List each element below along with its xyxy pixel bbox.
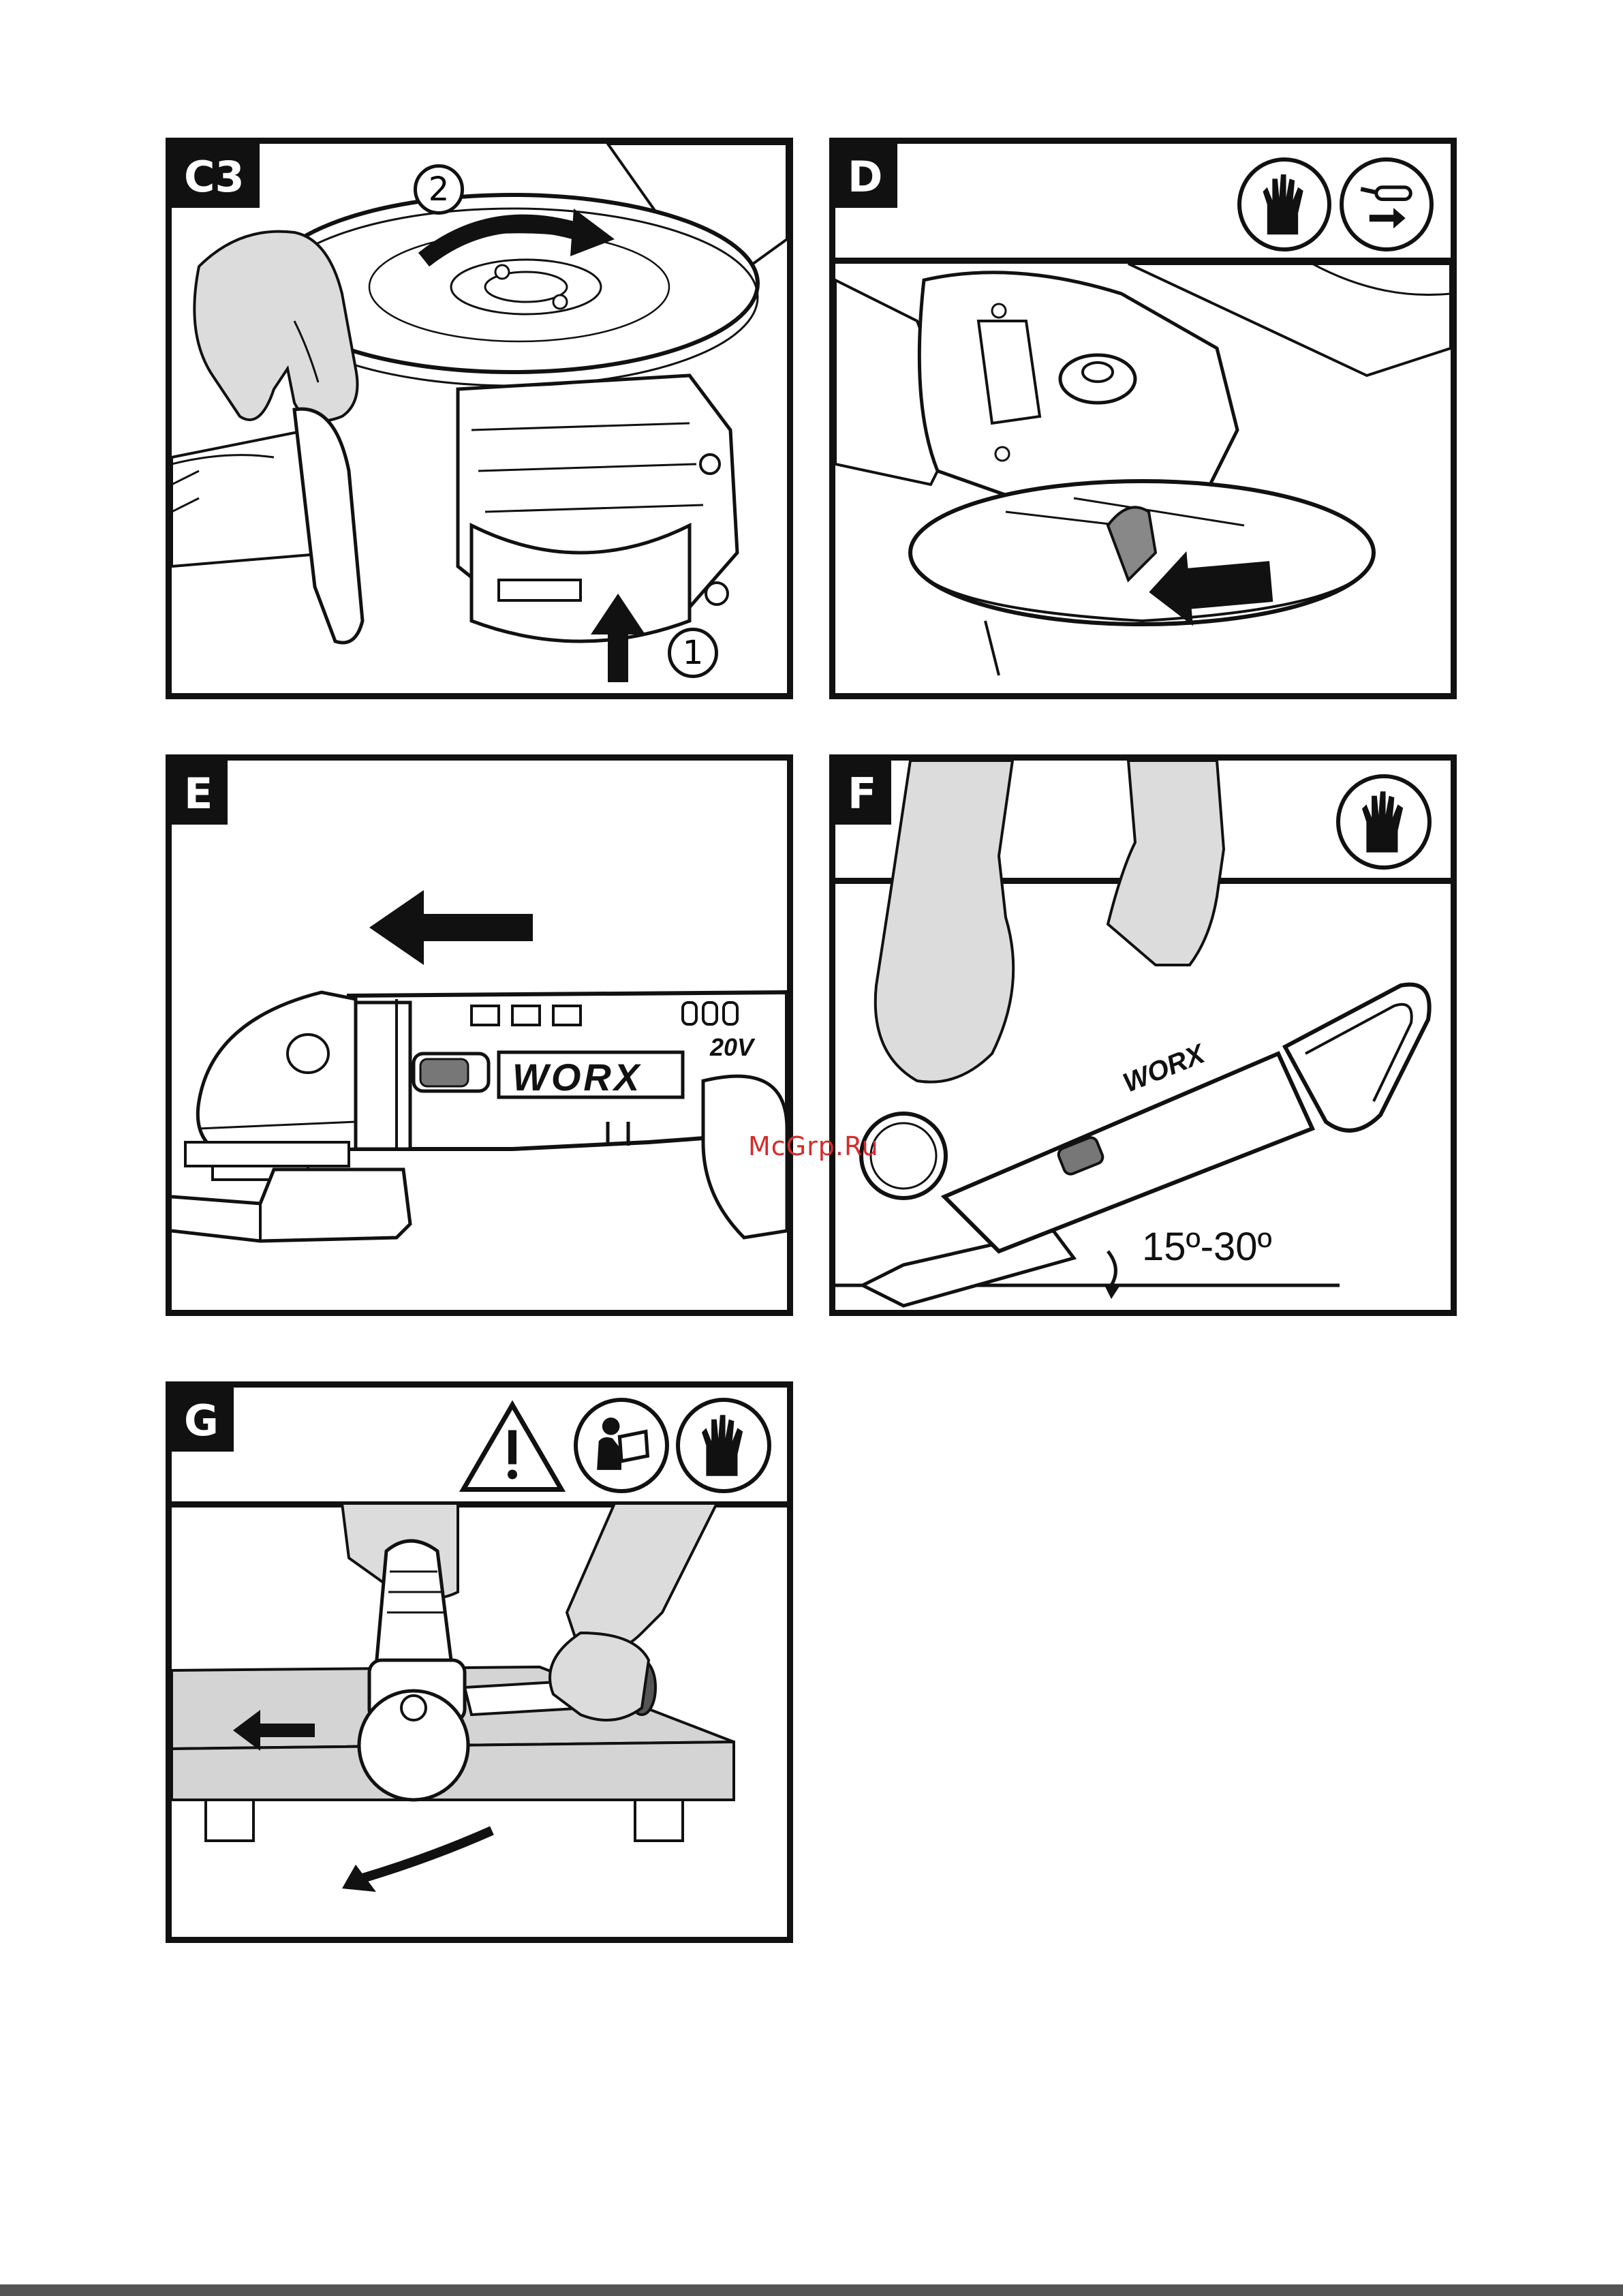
figure-panel-f: F 15º-30º WORX xyxy=(829,754,1457,1316)
guard-lever-illustration xyxy=(835,144,1451,693)
figure-panel-d: D xyxy=(829,138,1457,699)
step-callout-2: 2 xyxy=(414,164,464,215)
figure-panel-g: G xyxy=(166,1381,793,1943)
voltage-label: 20V xyxy=(710,1033,754,1062)
cutting-illustration xyxy=(172,1388,787,1937)
step-callout-1: 1 xyxy=(668,628,718,678)
figure-panel-e: E WORX 20V xyxy=(166,754,793,1316)
brand-logo-worx: WORX xyxy=(512,1055,642,1099)
figure-panel-c3: C3 2 1 xyxy=(166,138,793,699)
angle-range-label: 15º-30º xyxy=(1142,1224,1272,1270)
guard-rotation-illustration xyxy=(172,761,787,1310)
watermark-text: McGrp.Ru xyxy=(748,1131,879,1161)
page-footer-rule xyxy=(0,2284,1623,2296)
blade-install-illustration xyxy=(172,144,787,693)
panel-label-c3: C3 xyxy=(172,144,260,208)
panel-label-e: E xyxy=(172,761,228,825)
